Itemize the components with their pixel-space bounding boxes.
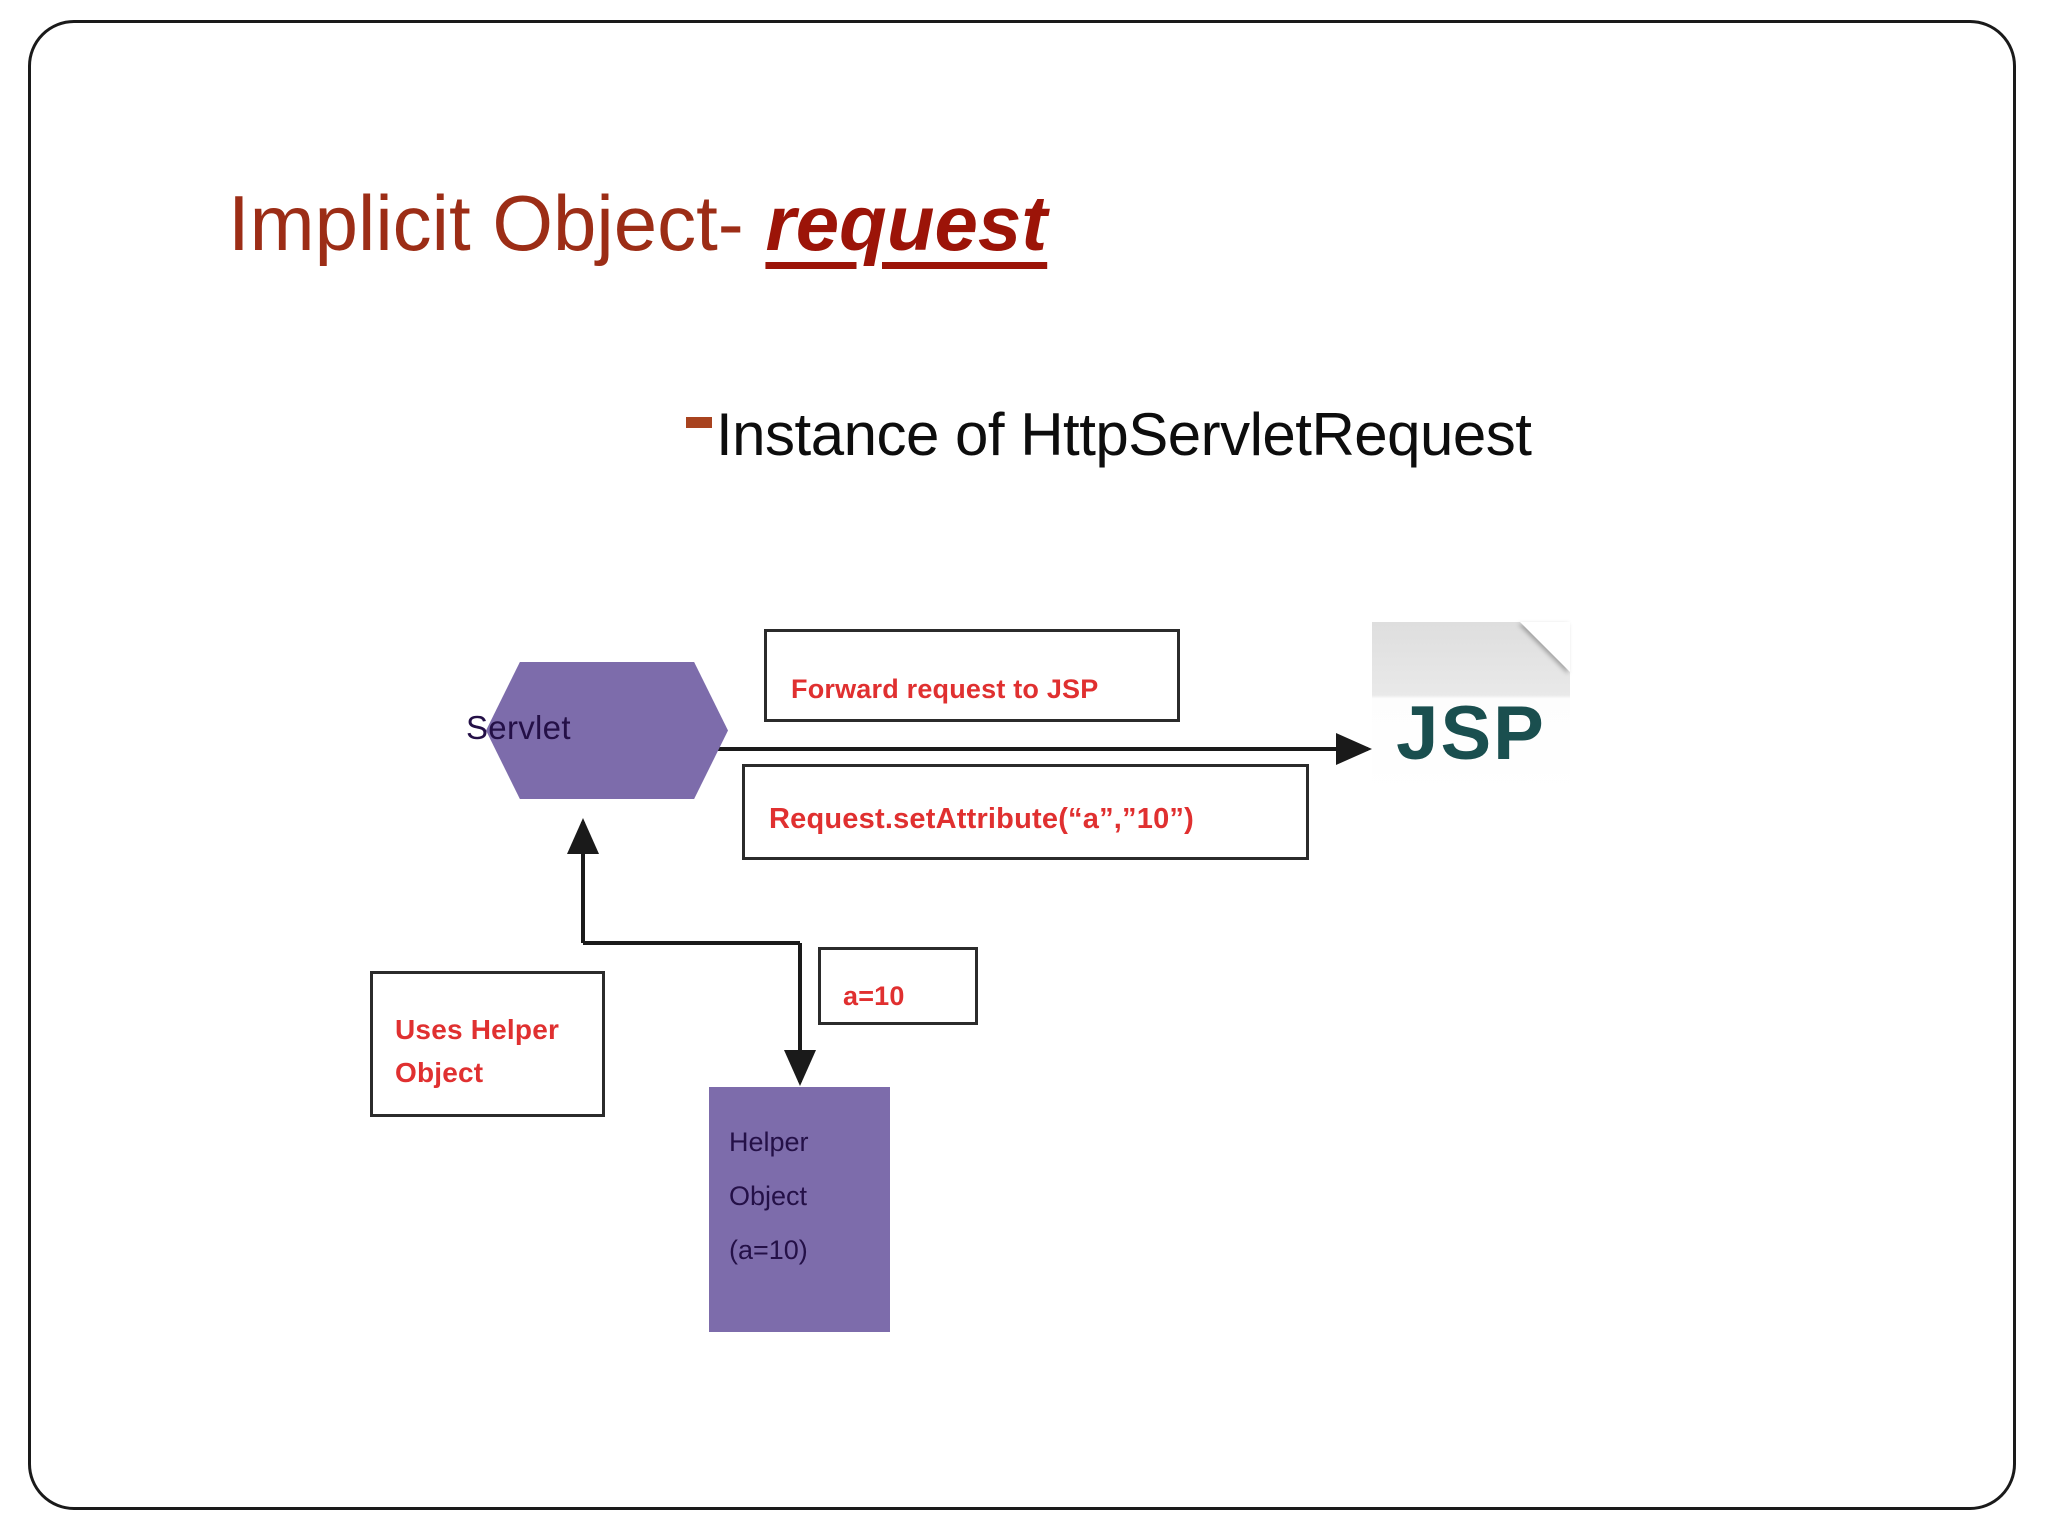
subtitle: Instance of HttpServletRequest <box>686 400 1532 469</box>
subtitle-text: Instance of HttpServletRequest <box>716 401 1532 468</box>
jsp-label: JSP <box>1396 691 1546 776</box>
helper-object-line-3: (a=10) <box>729 1235 808 1265</box>
title-plain-text: Implicit Object- <box>228 179 766 267</box>
callout-set-attribute[interactable]: Request.setAttribute(“a”,”10”) <box>742 764 1309 860</box>
servlet-hexagon[interactable] <box>486 662 728 799</box>
page-title: Implicit Object- request <box>228 178 1047 269</box>
callout-a-equals-10[interactable]: a=10 <box>818 947 978 1025</box>
callout-forward-request[interactable]: Forward request to JSP <box>764 629 1180 722</box>
servlet-label: Servlet <box>466 709 571 746</box>
bullet-dash-icon <box>686 417 712 428</box>
helper-object-line-1: Helper <box>729 1127 809 1157</box>
title-emphasis-text: request <box>765 179 1048 267</box>
callout-uses-helper-line1: Uses Helper <box>395 1014 560 1045</box>
callout-uses-helper-object[interactable]: Uses Helper Object <box>370 971 605 1117</box>
jsp-page-fold-icon <box>1520 622 1570 672</box>
helper-object-line-2: Object <box>729 1181 808 1211</box>
callout-a-equals-10-text: a=10 <box>843 980 905 1011</box>
callout-forward-request-text: Forward request to JSP <box>791 674 1099 705</box>
helper-object-box[interactable] <box>709 1087 890 1332</box>
jsp-document-icon[interactable]: JSP <box>1372 622 1570 796</box>
callout-uses-helper-object-text: Uses Helper Object <box>373 974 559 1095</box>
helper-object-labels: Helper Object (a=10) <box>709 1087 890 1332</box>
callout-uses-helper-line2: Object <box>395 1057 484 1089</box>
callout-set-attribute-text: Request.setAttribute(“a”,”10”) <box>769 803 1194 836</box>
